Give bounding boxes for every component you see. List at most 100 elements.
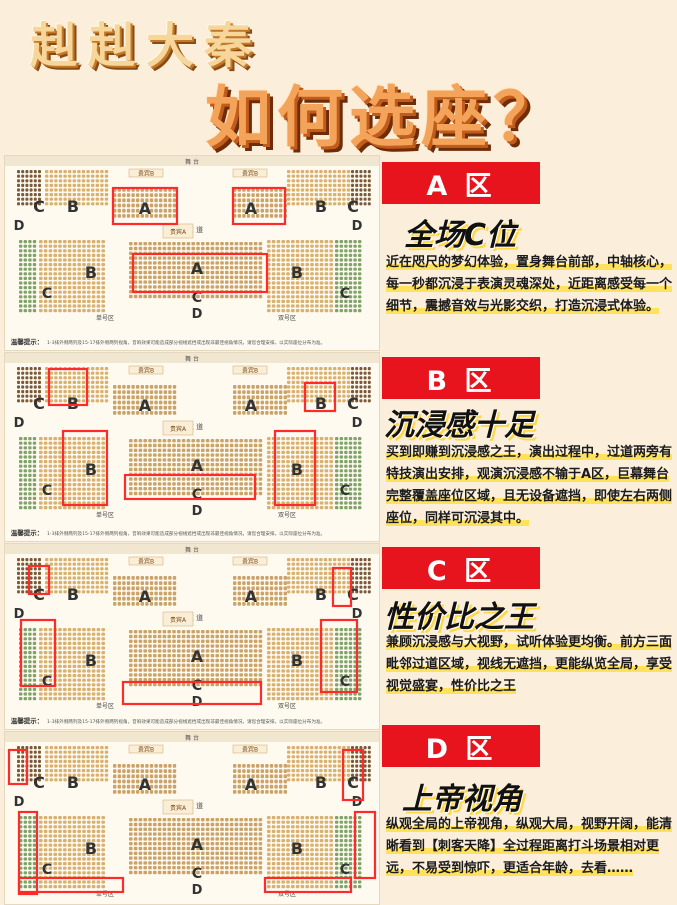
seat — [67, 825, 72, 829]
seat — [48, 660, 53, 664]
seat — [295, 450, 300, 454]
seat — [168, 774, 172, 779]
seat — [68, 773, 72, 777]
seat — [191, 649, 195, 653]
seat — [244, 270, 248, 275]
seat — [138, 294, 143, 299]
vip-b-box — [232, 744, 268, 754]
seat — [319, 263, 324, 267]
seat — [72, 304, 77, 308]
seat — [28, 267, 32, 271]
seat — [324, 632, 329, 636]
seat — [49, 376, 53, 380]
seat — [244, 246, 248, 251]
seat — [324, 697, 329, 701]
seat — [205, 285, 210, 289]
seat — [143, 663, 147, 667]
seat — [58, 263, 62, 267]
seat — [63, 678, 67, 682]
seat — [328, 385, 332, 389]
seat — [167, 487, 171, 491]
seat — [101, 309, 105, 313]
seat — [91, 170, 95, 174]
seat — [159, 790, 163, 794]
seat — [104, 746, 109, 750]
seat — [95, 773, 99, 777]
notice-text: 1-3排外侧两列及15-17排外侧两列视角，音响效果可能造成部分视线遮挡或出现非… — [47, 339, 325, 346]
seat — [324, 469, 329, 473]
seat — [29, 576, 33, 580]
seat — [315, 281, 319, 285]
seat — [229, 467, 234, 472]
seat — [296, 394, 300, 398]
seat — [159, 581, 163, 585]
seat — [291, 455, 295, 459]
seat — [148, 668, 152, 672]
seat — [328, 585, 332, 589]
seat — [239, 630, 243, 634]
seat — [256, 203, 260, 208]
seat — [258, 487, 263, 491]
seat — [300, 450, 305, 454]
seat — [172, 658, 176, 663]
seat — [323, 558, 328, 562]
seat — [215, 294, 219, 299]
seat — [82, 483, 86, 487]
seat — [196, 673, 200, 677]
seat — [271, 304, 276, 308]
seat — [346, 585, 351, 589]
seat — [145, 405, 149, 410]
seat — [58, 286, 62, 290]
seat — [196, 294, 200, 299]
seat — [286, 455, 290, 459]
seat — [77, 567, 81, 571]
seat — [225, 682, 229, 687]
seat — [363, 371, 367, 375]
seat — [201, 467, 205, 472]
seat — [274, 576, 278, 580]
seat — [149, 193, 154, 197]
seat-block — [335, 240, 362, 313]
seat — [163, 208, 167, 213]
seat — [91, 773, 95, 777]
seat — [314, 585, 318, 589]
seat — [58, 455, 62, 459]
seat — [305, 371, 309, 375]
seat — [38, 746, 41, 750]
seat — [19, 276, 23, 280]
seat — [359, 179, 363, 183]
seat — [295, 506, 300, 510]
seat — [162, 630, 167, 634]
seat — [28, 309, 32, 313]
seat — [281, 450, 285, 454]
seat — [39, 834, 43, 838]
seat — [63, 632, 67, 636]
seat — [72, 816, 77, 820]
seat — [210, 630, 215, 634]
seat — [21, 367, 25, 371]
seat — [96, 450, 101, 454]
seat — [358, 253, 362, 257]
seat — [253, 242, 258, 246]
seat — [82, 460, 86, 464]
seat — [363, 769, 367, 773]
seat — [337, 576, 341, 580]
seat — [133, 678, 138, 682]
seat — [32, 697, 37, 701]
seat — [233, 395, 237, 400]
seat — [267, 506, 271, 510]
seat — [291, 674, 295, 678]
seat — [300, 755, 305, 759]
seat — [319, 778, 323, 782]
seat — [181, 453, 186, 457]
seat — [267, 669, 271, 673]
seat — [279, 591, 283, 596]
seat — [286, 683, 290, 687]
seat — [33, 183, 37, 187]
seat — [72, 276, 77, 280]
seat — [210, 668, 215, 672]
seat — [335, 469, 339, 473]
seat — [28, 848, 32, 852]
seat — [265, 395, 269, 400]
seat — [319, 755, 323, 759]
